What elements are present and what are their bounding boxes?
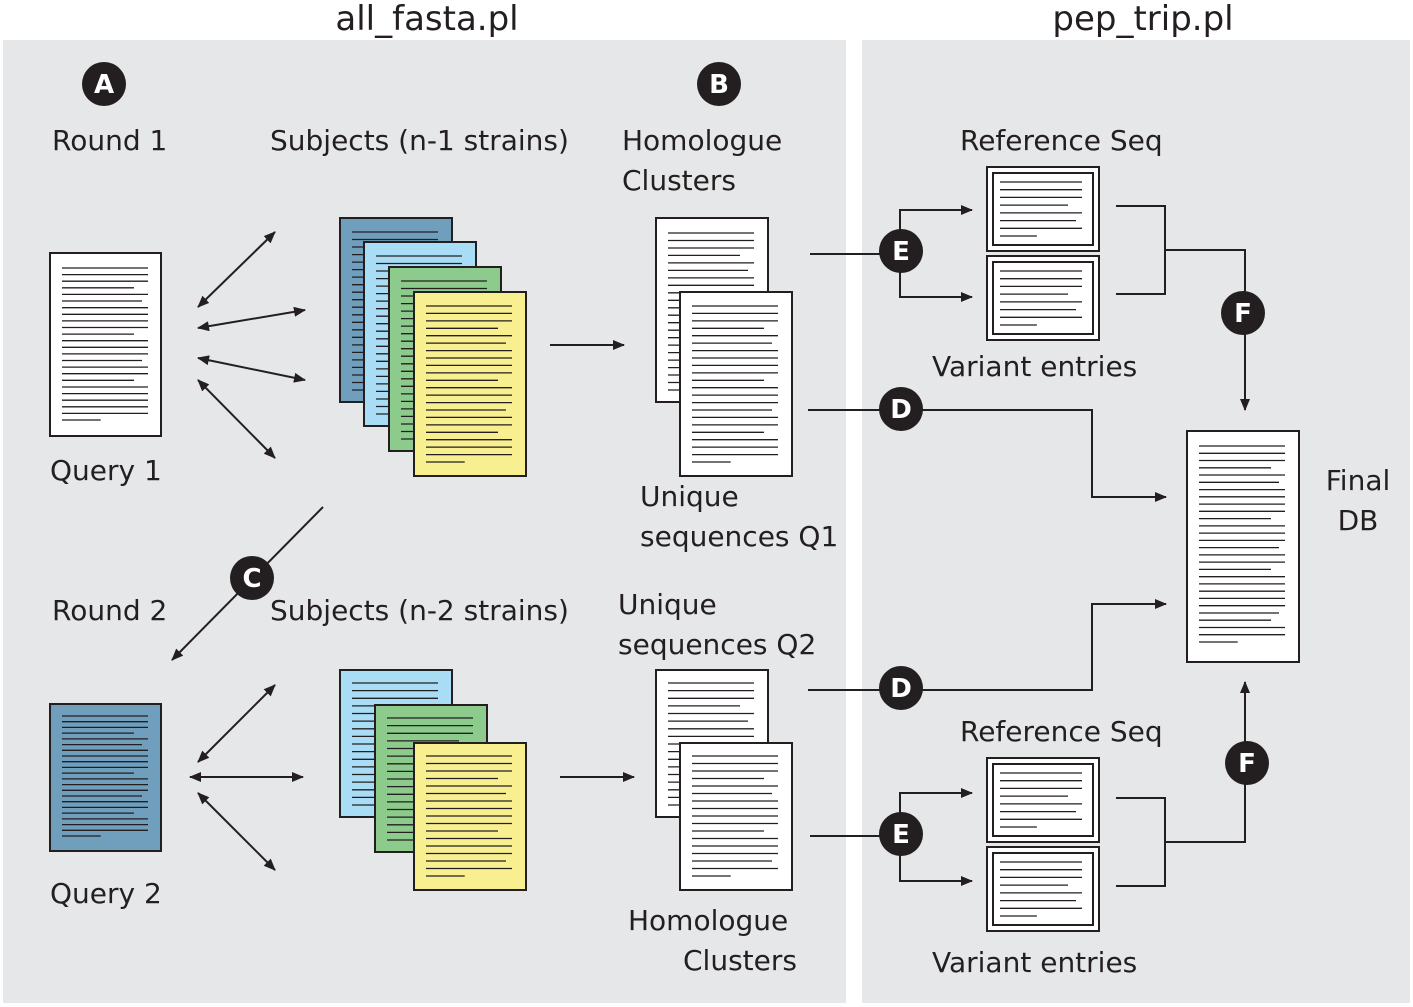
round2-label: Round 2 — [52, 594, 167, 627]
svg-text:E: E — [892, 237, 910, 267]
badge-b: B — [697, 62, 741, 106]
pep-trip-panel — [862, 40, 1410, 1003]
variant-entries-1-label: Variant entries — [932, 350, 1137, 383]
query1-label: Query 1 — [50, 454, 162, 487]
homologue-clusters-1-label: Homologue — [622, 124, 782, 157]
unique-q2-label: Unique — [618, 588, 717, 621]
query1-document — [49, 252, 162, 437]
unique-q2-label-2: sequences Q2 — [618, 628, 816, 661]
reference-seq-1-doc — [986, 166, 1100, 252]
variant-entries-1-doc — [986, 255, 1100, 341]
badge-e-2: E — [879, 812, 923, 856]
badge-a: A — [82, 62, 126, 106]
d2-to-final-arrow — [808, 599, 1167, 691]
subjects1-stack — [339, 217, 527, 477]
d1-to-final-arrow — [808, 409, 1167, 502]
badge-e-1: E — [879, 229, 923, 273]
svg-text:B: B — [709, 70, 729, 100]
unique-q1-label-2: sequences Q1 — [640, 520, 838, 553]
final-db-document — [1186, 430, 1300, 663]
final-db-label: Final — [1326, 464, 1391, 497]
query2-document — [49, 703, 162, 852]
subjects1-label: Subjects (n-1 strains) — [270, 124, 569, 157]
badge-d-2: D — [879, 666, 923, 710]
query2-arrow-1 — [197, 684, 276, 763]
variant-entries-2-doc — [986, 846, 1100, 932]
homologue-clusters-1-label-2: Clusters — [622, 164, 736, 197]
svg-text:F: F — [1234, 299, 1252, 329]
query2-label: Query 2 — [50, 877, 162, 910]
query1-arrow-3 — [197, 355, 306, 383]
all-fasta-title: all_fasta.pl — [335, 0, 518, 39]
badge-f-1: F — [1221, 291, 1265, 335]
subjects2-stack — [339, 669, 527, 891]
pep-trip-title: pep_trip.pl — [1052, 0, 1233, 39]
homologue-clusters-2-label: Homologue — [628, 904, 788, 937]
subjects2-label: Subjects (n-2 strains) — [270, 594, 569, 627]
variant-entries-2-label: Variant entries — [932, 946, 1137, 979]
f1-to-final-arrow — [1165, 249, 1250, 411]
query2-arrow-3 — [197, 792, 276, 871]
reference-seq-2-label: Reference Seq — [960, 715, 1163, 748]
query1-arrow-1 — [197, 231, 276, 308]
final-db-label-2: DB — [1338, 504, 1379, 537]
homologue-clusters-2-docs — [655, 669, 793, 891]
unique-q1-label: Unique — [640, 480, 739, 513]
reference-seq-1-label: Reference Seq — [960, 124, 1163, 157]
badge-f-2: F — [1225, 741, 1269, 785]
svg-text:D: D — [890, 674, 912, 704]
svg-text:C: C — [242, 564, 261, 594]
reference-seq-2-doc — [986, 757, 1100, 843]
query1-arrow-4 — [197, 379, 276, 459]
svg-text:A: A — [94, 70, 114, 100]
badge-d-1: D — [879, 387, 923, 431]
svg-text:F: F — [1238, 749, 1256, 779]
badge-c: C — [230, 556, 274, 600]
svg-text:E: E — [892, 820, 910, 850]
query1-arrow-2 — [197, 306, 306, 332]
homologue-clusters-1-docs — [655, 217, 793, 477]
f2-to-final-arrow — [1165, 681, 1250, 843]
round1-label: Round 1 — [52, 124, 167, 157]
homologue-clusters-2-label-2: Clusters — [683, 944, 797, 977]
svg-text:D: D — [890, 395, 912, 425]
